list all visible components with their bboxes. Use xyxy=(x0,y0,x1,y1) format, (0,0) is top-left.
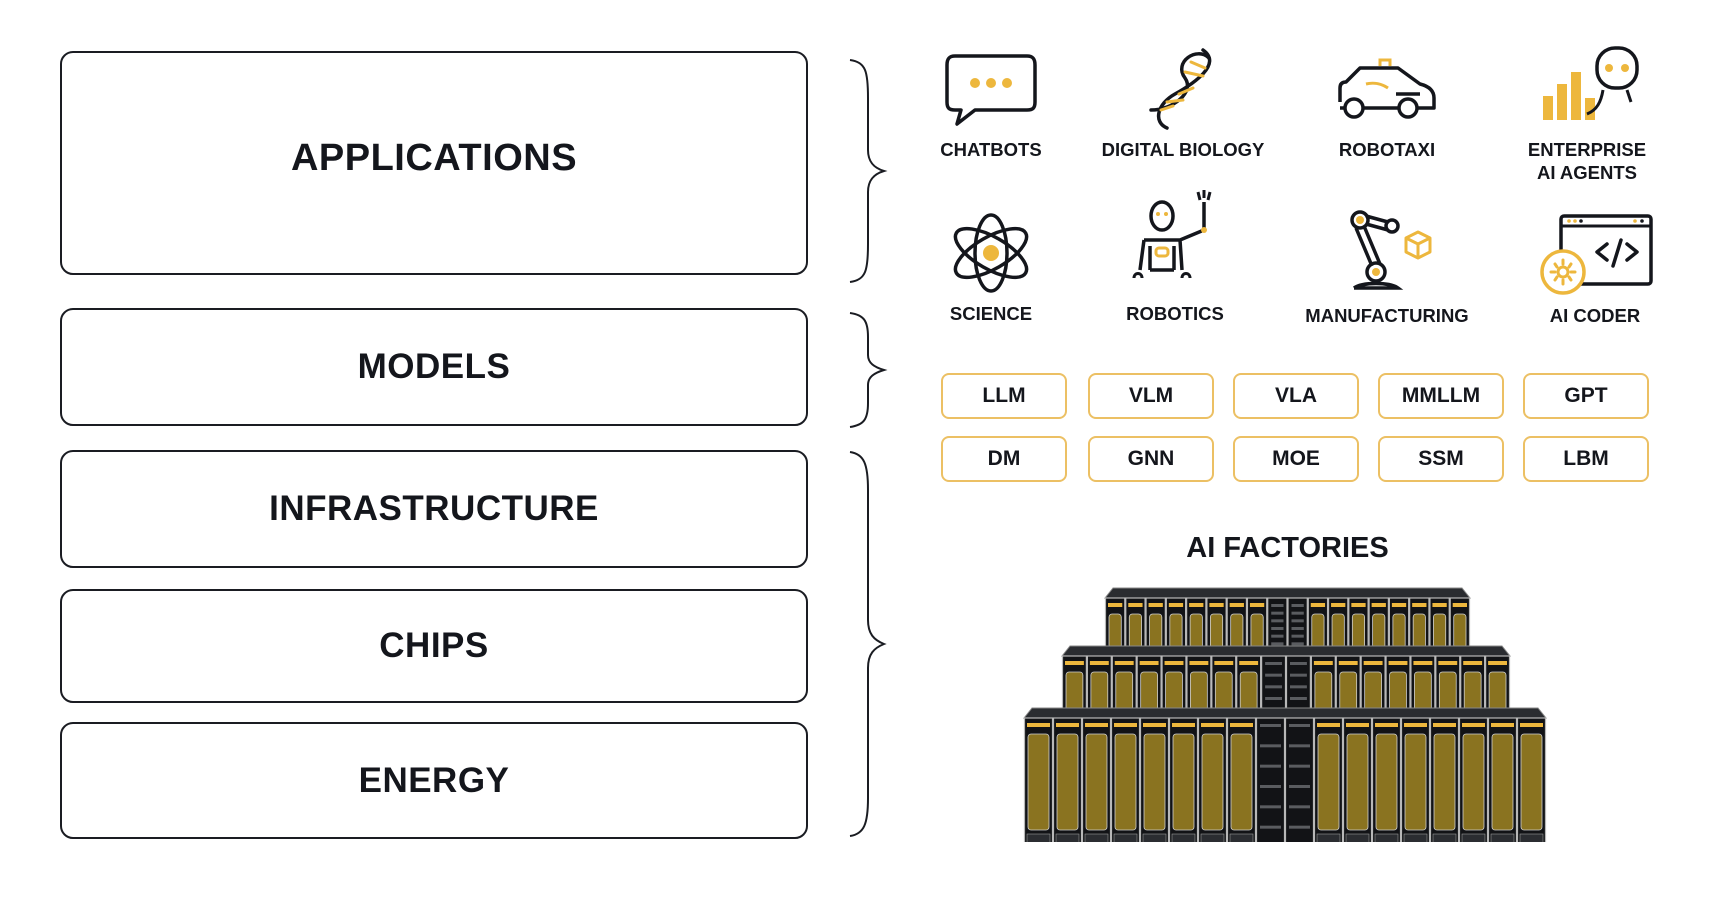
brace-models xyxy=(849,312,888,428)
server-rack xyxy=(1081,717,1112,842)
model-chip-lbm: LBM xyxy=(1523,436,1649,482)
server-rack xyxy=(1516,717,1547,842)
layer-label: APPLICATIONS xyxy=(290,136,578,179)
factory-tier xyxy=(1022,707,1548,842)
server-rack xyxy=(1487,717,1518,842)
app-ai-coder: AI CODER xyxy=(1500,210,1690,327)
code-window-icon xyxy=(1540,214,1653,295)
network-rack xyxy=(1284,717,1315,842)
app-manufacturing: MANUFACTURING xyxy=(1292,204,1482,327)
server-rack xyxy=(1348,597,1369,655)
model-chip-dm: DM xyxy=(941,436,1067,482)
server-rack xyxy=(1313,717,1344,842)
server-rack xyxy=(1371,717,1402,842)
model-chip-mmllm: MMLLM xyxy=(1378,373,1504,419)
layer-label: MODELS xyxy=(357,347,511,386)
app-label: DIGITAL BIOLOGY xyxy=(1101,139,1265,160)
enterprise-agent-icon xyxy=(1543,46,1639,120)
server-rack xyxy=(1429,597,1450,655)
layer-chips: CHIPS xyxy=(60,589,808,703)
app-label-line: ENTERPRISE xyxy=(1527,139,1647,160)
server-rack xyxy=(1110,717,1141,842)
server-rack xyxy=(1327,597,1349,655)
app-label: MANUFACTURING xyxy=(1305,305,1469,326)
app-label: ENTERPRISE AI AGENTS xyxy=(1492,138,1682,184)
server-rack xyxy=(1226,717,1257,842)
robotaxi-car-icon xyxy=(1338,58,1436,119)
layer-applications: APPLICATIONS xyxy=(60,51,808,275)
robot-arm-icon xyxy=(1350,210,1432,290)
model-chip-moe: MOE xyxy=(1233,436,1359,482)
model-chip-ssm: SSM xyxy=(1378,436,1504,482)
network-rack xyxy=(1287,597,1308,655)
server-rack xyxy=(1226,597,1248,655)
app-robotics: ROBOTICS xyxy=(1080,190,1270,325)
app-label: ROBOTAXI xyxy=(1338,139,1436,160)
layer-infrastructure: INFRASTRUCTURE xyxy=(60,450,808,568)
server-rack xyxy=(1145,597,1166,655)
app-digital-biology: DIGITAL BIOLOGY xyxy=(1088,44,1278,161)
model-chip-vla: VLA xyxy=(1233,373,1359,419)
server-rack xyxy=(1165,597,1187,655)
app-label: ROBOTICS xyxy=(1126,303,1224,324)
layer-label: CHIPS xyxy=(379,626,489,665)
server-rack xyxy=(1186,597,1207,655)
layer-label: INFRASTRUCTURE xyxy=(269,489,599,528)
app-science: SCIENCE xyxy=(896,212,1086,325)
ai-factory-illustration xyxy=(1022,587,1548,842)
atom-icon xyxy=(953,213,1029,293)
app-label: AI CODER xyxy=(1549,305,1641,326)
brace-infrastructure xyxy=(849,451,887,837)
server-rack xyxy=(1400,717,1431,842)
model-chip-llm: LLM xyxy=(941,373,1067,419)
server-rack xyxy=(1342,717,1373,842)
server-rack xyxy=(1246,597,1268,655)
app-chatbots: CHATBOTS xyxy=(896,50,1086,161)
server-rack xyxy=(1023,717,1054,842)
server-rack xyxy=(1449,597,1471,655)
server-rack xyxy=(1168,717,1199,842)
app-label-line: AI AGENTS xyxy=(1536,162,1638,183)
server-rack xyxy=(1429,717,1460,842)
model-chip-gpt: GPT xyxy=(1523,373,1649,419)
server-rack xyxy=(1197,717,1228,842)
server-rack xyxy=(1206,597,1227,655)
model-chip-vlm: VLM xyxy=(1088,373,1214,419)
server-rack xyxy=(1368,597,1389,655)
app-label: SCIENCE xyxy=(949,303,1033,324)
network-rack xyxy=(1267,597,1288,655)
network-rack xyxy=(1255,717,1286,842)
layer-label: ENERGY xyxy=(358,760,510,800)
server-rack xyxy=(1458,717,1489,842)
server-rack xyxy=(1052,717,1083,842)
model-chip-gnn: GNN xyxy=(1088,436,1214,482)
factory-tier xyxy=(1103,587,1472,655)
app-robotaxi: ROBOTAXI xyxy=(1292,50,1482,161)
chat-bubble-icon xyxy=(945,54,1037,126)
dna-helix-icon xyxy=(1149,48,1212,130)
server-rack xyxy=(1139,717,1170,842)
humanoid-robot-icon xyxy=(1132,190,1212,279)
app-enterprise-ai-agents: ENTERPRISE AI AGENTS xyxy=(1492,40,1682,184)
layer-energy: ENERGY xyxy=(60,722,808,839)
brace-applications xyxy=(849,59,888,283)
app-label: CHATBOTS xyxy=(940,139,1042,160)
layer-models: MODELS xyxy=(60,308,808,426)
factories-title: AI FACTORIES xyxy=(1186,532,1389,564)
